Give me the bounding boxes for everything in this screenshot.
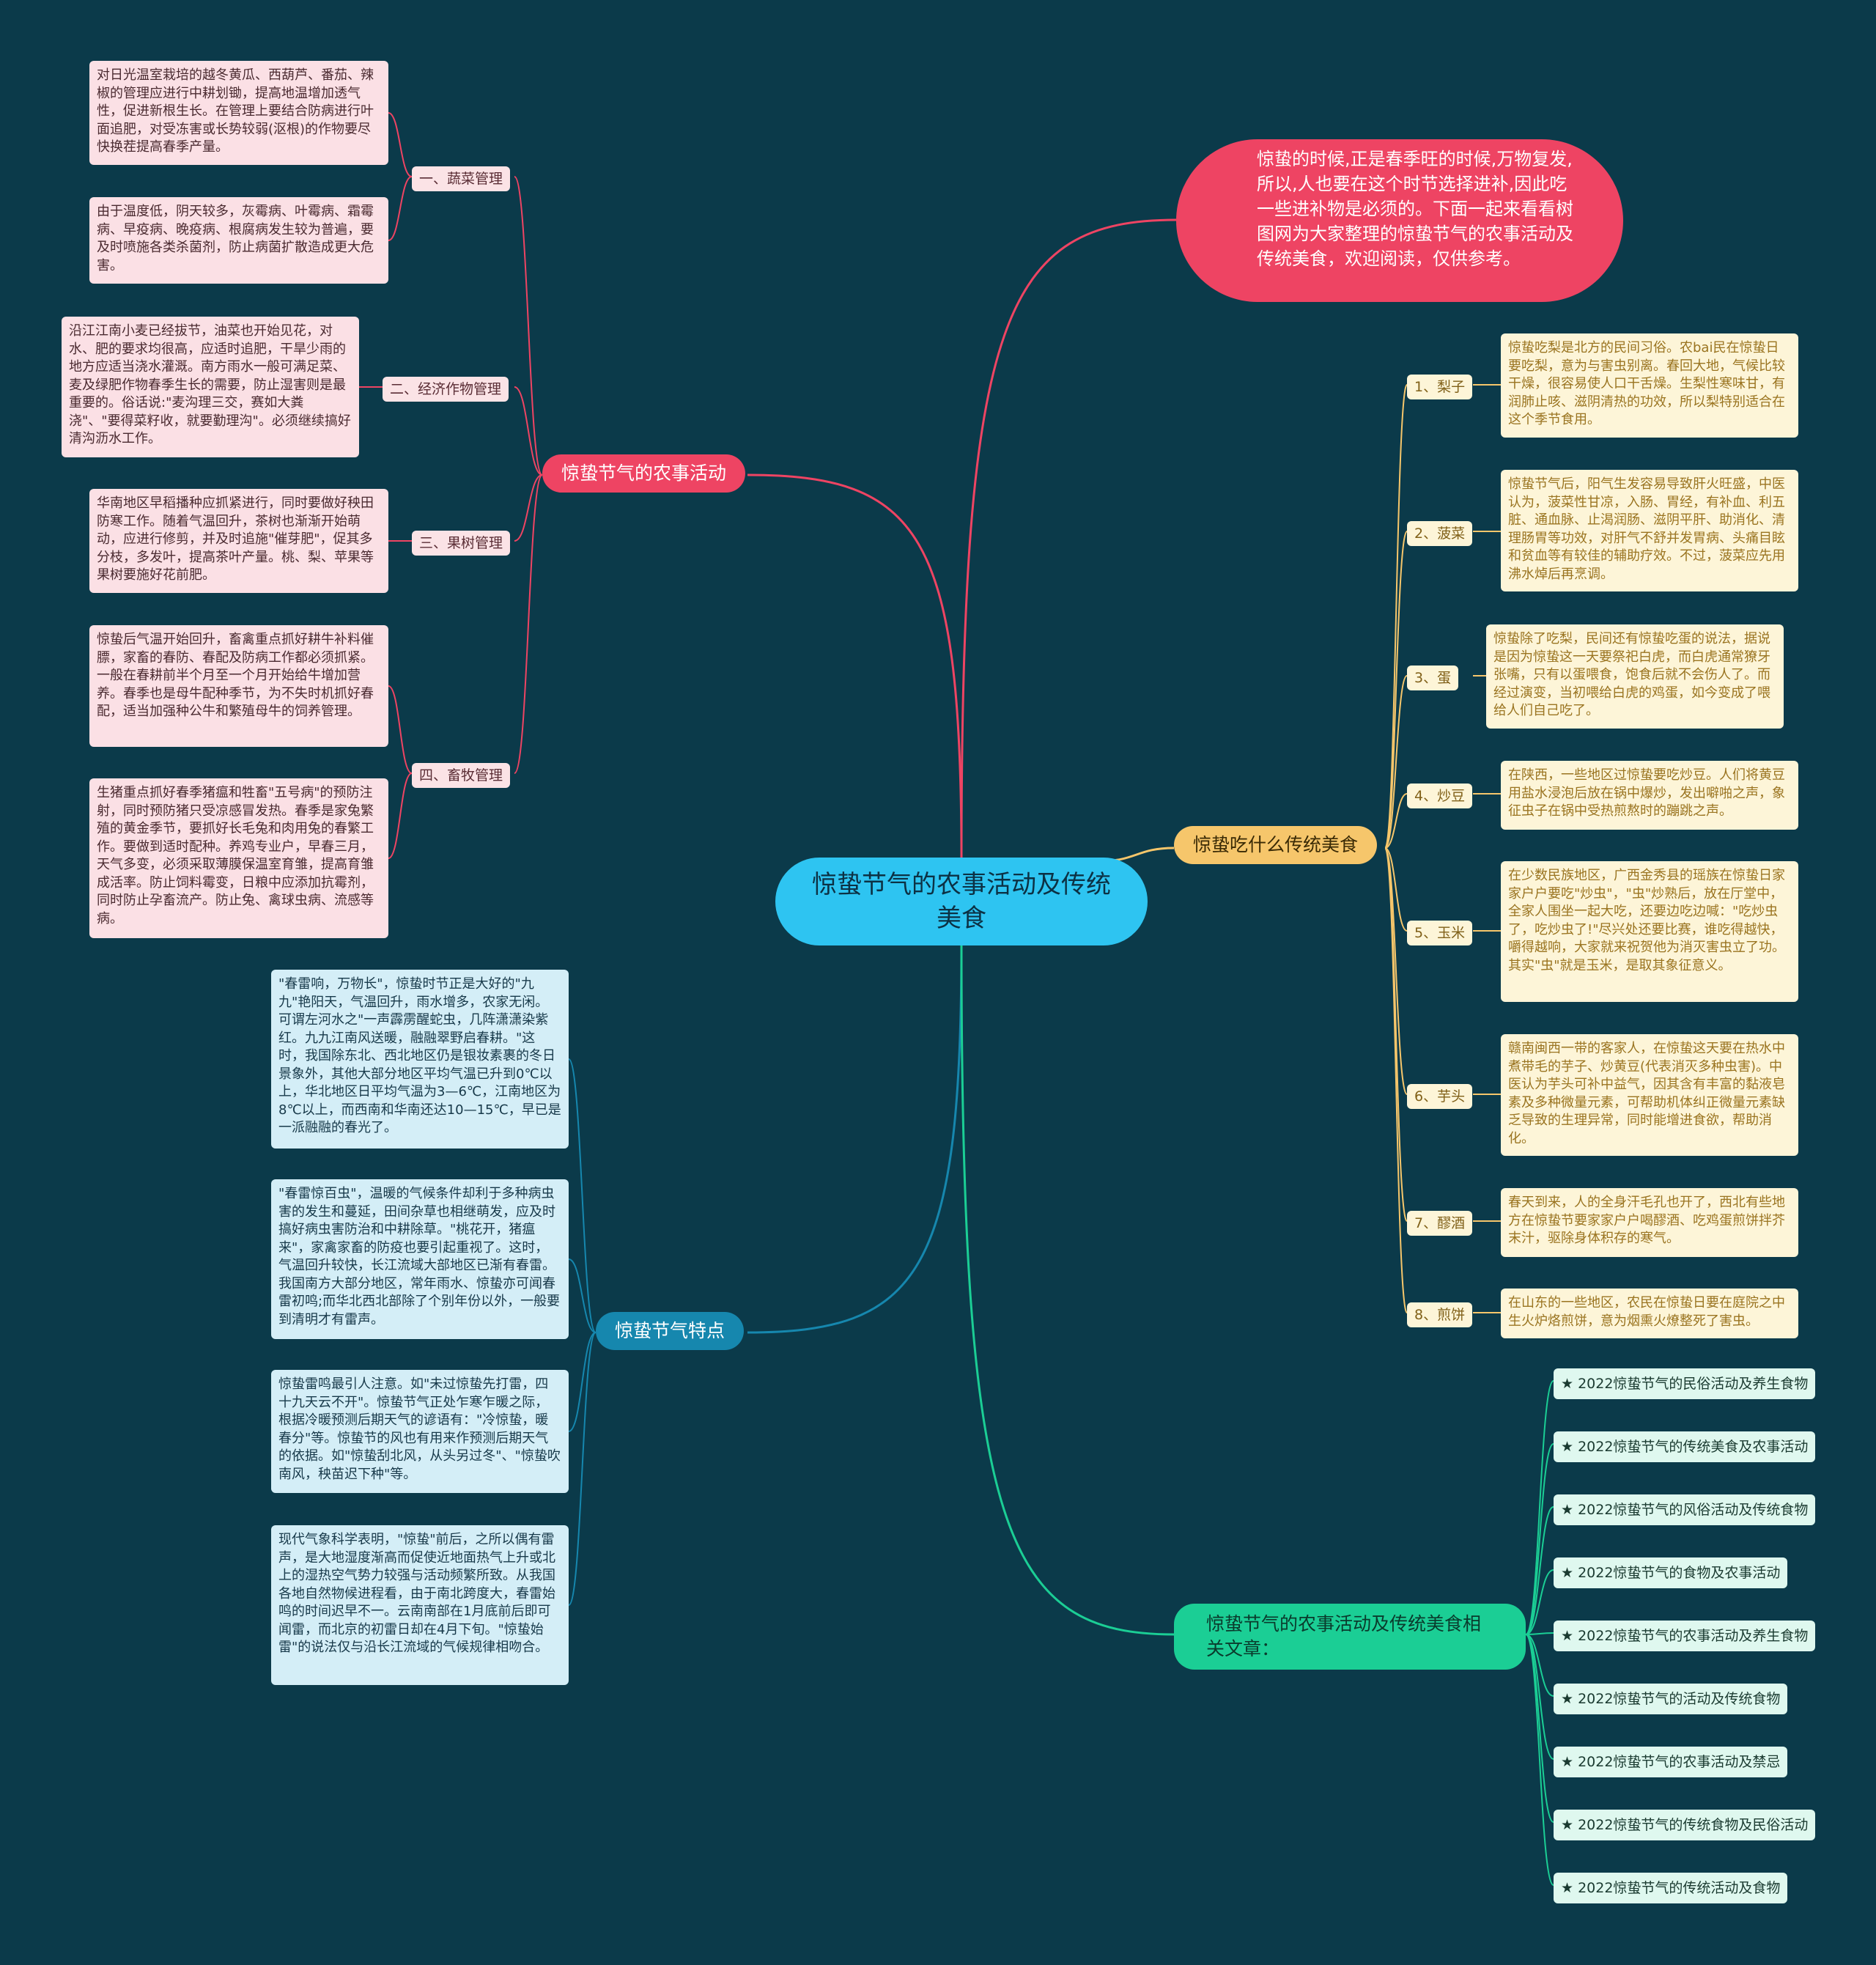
farming-leaf-livestock-1[interactable]: 惊蛰后气温开始回升，畜禽重点抓好耕牛补料催膘，家畜的春防、春配及防病工作都必须抓… — [89, 625, 388, 747]
connector — [1384, 384, 1408, 849]
connector — [514, 474, 543, 542]
related-link-2[interactable]: ★ 2022惊蛰节气的传统美食及农事活动 — [1554, 1431, 1816, 1462]
food-leaf-spinach[interactable]: 惊蛰节气后，阳气生发容易导致肝火旺盛，中医认为，菠菜性甘凉，入肠、胃经，有补血、… — [1501, 470, 1798, 591]
connector — [514, 176, 543, 476]
branch-related[interactable]: 惊蛰节气的农事活动及传统美食相关文章： — [1174, 1604, 1526, 1670]
connector — [1384, 847, 1408, 1095]
feature-leaf-2[interactable]: "春雷惊百虫"，温暖的气候条件却利于多种病虫害的发生和蔓延，田间杂草也相继萌发，… — [271, 1179, 569, 1339]
connector — [1525, 1443, 1554, 1635]
related-link-7[interactable]: ★ 2022惊蛰节气的农事活动及禁忌 — [1554, 1747, 1788, 1777]
related-link-3[interactable]: ★ 2022惊蛰节气的风俗活动及传统食物 — [1554, 1494, 1816, 1525]
food-leaf-rice-wine[interactable]: 春天到来，人的全身汗毛孔也开了，西北有些地方在惊蛰节要家家户户喝醪酒、吃鸡蛋煎饼… — [1501, 1188, 1798, 1257]
connector — [747, 473, 963, 858]
connector — [388, 112, 413, 177]
farming-leaf-economic-crops[interactable]: 沿江江南小麦已经拔节，油菜也开始见花，对水、肥的要求均很高，应适时追肥，干旱少雨… — [62, 317, 359, 457]
food-sub-fried-beans[interactable]: 4、炒豆 — [1407, 784, 1473, 808]
intro-topic[interactable]: 惊蛰的时候,正是春季旺的时候,万物复发,所以,人也要在这个时节选择进补,因此吃一… — [1176, 139, 1623, 302]
connector — [1525, 1506, 1554, 1635]
connector — [568, 1332, 597, 1606]
farming-sub-livestock[interactable]: 四、畜牧管理 — [412, 763, 511, 788]
food-leaf-fried-beans[interactable]: 在陕西，一些地区过惊蛰要吃炒豆。人们将黄豆用盐水浸泡后放在锅中爆炒，发出噼啪之声… — [1501, 761, 1798, 830]
food-leaf-pear[interactable]: 惊蛰吃梨是北方的民间习俗。农bai民在惊蛰日要吃梨，意为与害虫别离。春回大地，气… — [1501, 333, 1798, 438]
food-sub-spinach[interactable]: 2、菠菜 — [1407, 521, 1473, 546]
branch-farming[interactable]: 惊蛰节气的农事活动 — [542, 454, 746, 493]
farming-sub-economic-crops[interactable]: 二、经济作物管理 — [383, 377, 509, 402]
related-link-8[interactable]: ★ 2022惊蛰节气的传统食物及民俗活动 — [1554, 1810, 1816, 1840]
connector — [1525, 1380, 1554, 1635]
food-sub-egg[interactable]: 3、蛋 — [1407, 666, 1459, 690]
branch-foods[interactable]: 惊蛰吃什么传统美食 — [1174, 826, 1378, 864]
food-sub-taro[interactable]: 6、芋头 — [1407, 1084, 1473, 1109]
connector — [568, 1258, 597, 1333]
related-link-9[interactable]: ★ 2022惊蛰节气的传统活动及食物 — [1554, 1873, 1788, 1903]
connector — [388, 685, 413, 774]
farming-sub-vegetables[interactable]: 一、蔬菜管理 — [412, 166, 511, 191]
connector — [960, 945, 1175, 1636]
related-link-6[interactable]: ★ 2022惊蛰节气的活动及传统食物 — [1554, 1684, 1788, 1714]
center-topic[interactable]: 惊蛰节气的农事活动及传统美食 — [775, 858, 1148, 945]
connector — [514, 386, 543, 476]
farming-sub-fruit-trees[interactable]: 三、果树管理 — [412, 531, 511, 556]
branch-features[interactable]: 惊蛰节气特点 — [596, 1312, 745, 1350]
related-link-4[interactable]: ★ 2022惊蛰节气的食物及农事活动 — [1554, 1557, 1788, 1588]
connector — [1384, 847, 1408, 1222]
connector — [568, 1058, 597, 1333]
feature-leaf-1[interactable]: "春雷响，万物长"，惊蛰时节正是大好的"九九"艳阳天，气温回升，雨水增多，农家无… — [271, 970, 569, 1149]
food-sub-pancake[interactable]: 8、煎饼 — [1407, 1302, 1473, 1327]
connector — [388, 773, 413, 859]
food-sub-corn[interactable]: 5、玉米 — [1407, 921, 1473, 945]
connector — [1525, 1634, 1554, 1697]
food-sub-rice-wine[interactable]: 7、醪酒 — [1407, 1211, 1473, 1236]
connector — [1384, 847, 1408, 932]
connector — [1525, 1632, 1554, 1635]
farming-leaf-vegetables-1[interactable]: 对日光温室栽培的越冬黄瓜、西葫芦、番茄、辣椒的管理应进行中耕划锄，提高地温增加透… — [89, 61, 388, 165]
related-link-1[interactable]: ★ 2022惊蛰节气的民俗活动及养生食物 — [1554, 1368, 1816, 1399]
connector — [568, 1332, 597, 1432]
food-leaf-corn[interactable]: 在少数民族地区，广西金秀县的瑶族在惊蛰日家家户户要吃"炒虫"，"虫"炒熟后，放在… — [1501, 861, 1798, 1002]
connector — [1525, 1634, 1554, 1886]
connector — [1384, 675, 1408, 849]
connector — [1384, 847, 1408, 1313]
connector — [1525, 1569, 1554, 1635]
connector — [1384, 531, 1408, 849]
related-link-5[interactable]: ★ 2022惊蛰节气的农事活动及养生食物 — [1554, 1621, 1816, 1651]
farming-leaf-livestock-2[interactable]: 生猪重点抓好春季猪瘟和牲畜"五号病"的预防注射，同时预防猪只受凉感冒发热。春季是… — [89, 778, 388, 938]
food-leaf-pancake[interactable]: 在山东的一些地区，农民在惊蛰日要在庭院之中生火炉烙煎饼，意为烟熏火燎整死了害虫。 — [1501, 1289, 1798, 1338]
food-leaf-egg[interactable]: 惊蛰除了吃梨，民间还有惊蛰吃蛋的说法，据说是因为惊蛰这一天要祭祀白虎，而白虎通常… — [1486, 624, 1784, 729]
food-leaf-taro[interactable]: 赣南闽西一带的客家人，在惊蛰这天要在热水中煮带毛的芋子、炒黄豆(代表消灭多种虫害… — [1501, 1034, 1798, 1156]
connector — [1384, 793, 1408, 849]
connector — [747, 945, 963, 1334]
feature-leaf-4[interactable]: 现代气象科学表明，"惊蛰"前后，之所以偶有雷声，是大地湿度渐高而促使近地面热气上… — [271, 1525, 569, 1685]
farming-leaf-vegetables-2[interactable]: 由于温度低，阴天较多，灰霉病、叶霉病、霜霉病、早疫病、晚疫病、根腐病发生较为普遍… — [89, 197, 388, 284]
farming-leaf-fruit-trees[interactable]: 华南地区早稻播种应抓紧进行，同时要做好秧田防寒工作。随着气温回升，茶树也渐渐开始… — [89, 489, 388, 593]
connector — [1525, 1634, 1554, 1760]
feature-leaf-3[interactable]: 惊蛰雷鸣最引人注意。如"未过惊蛰先打雷，四十九天云不开"。惊蛰节气正处乍寒乍暖之… — [271, 1370, 569, 1493]
food-sub-pear[interactable]: 1、梨子 — [1407, 375, 1473, 399]
connector — [514, 474, 543, 774]
connector — [960, 218, 1177, 858]
connector — [388, 176, 413, 241]
